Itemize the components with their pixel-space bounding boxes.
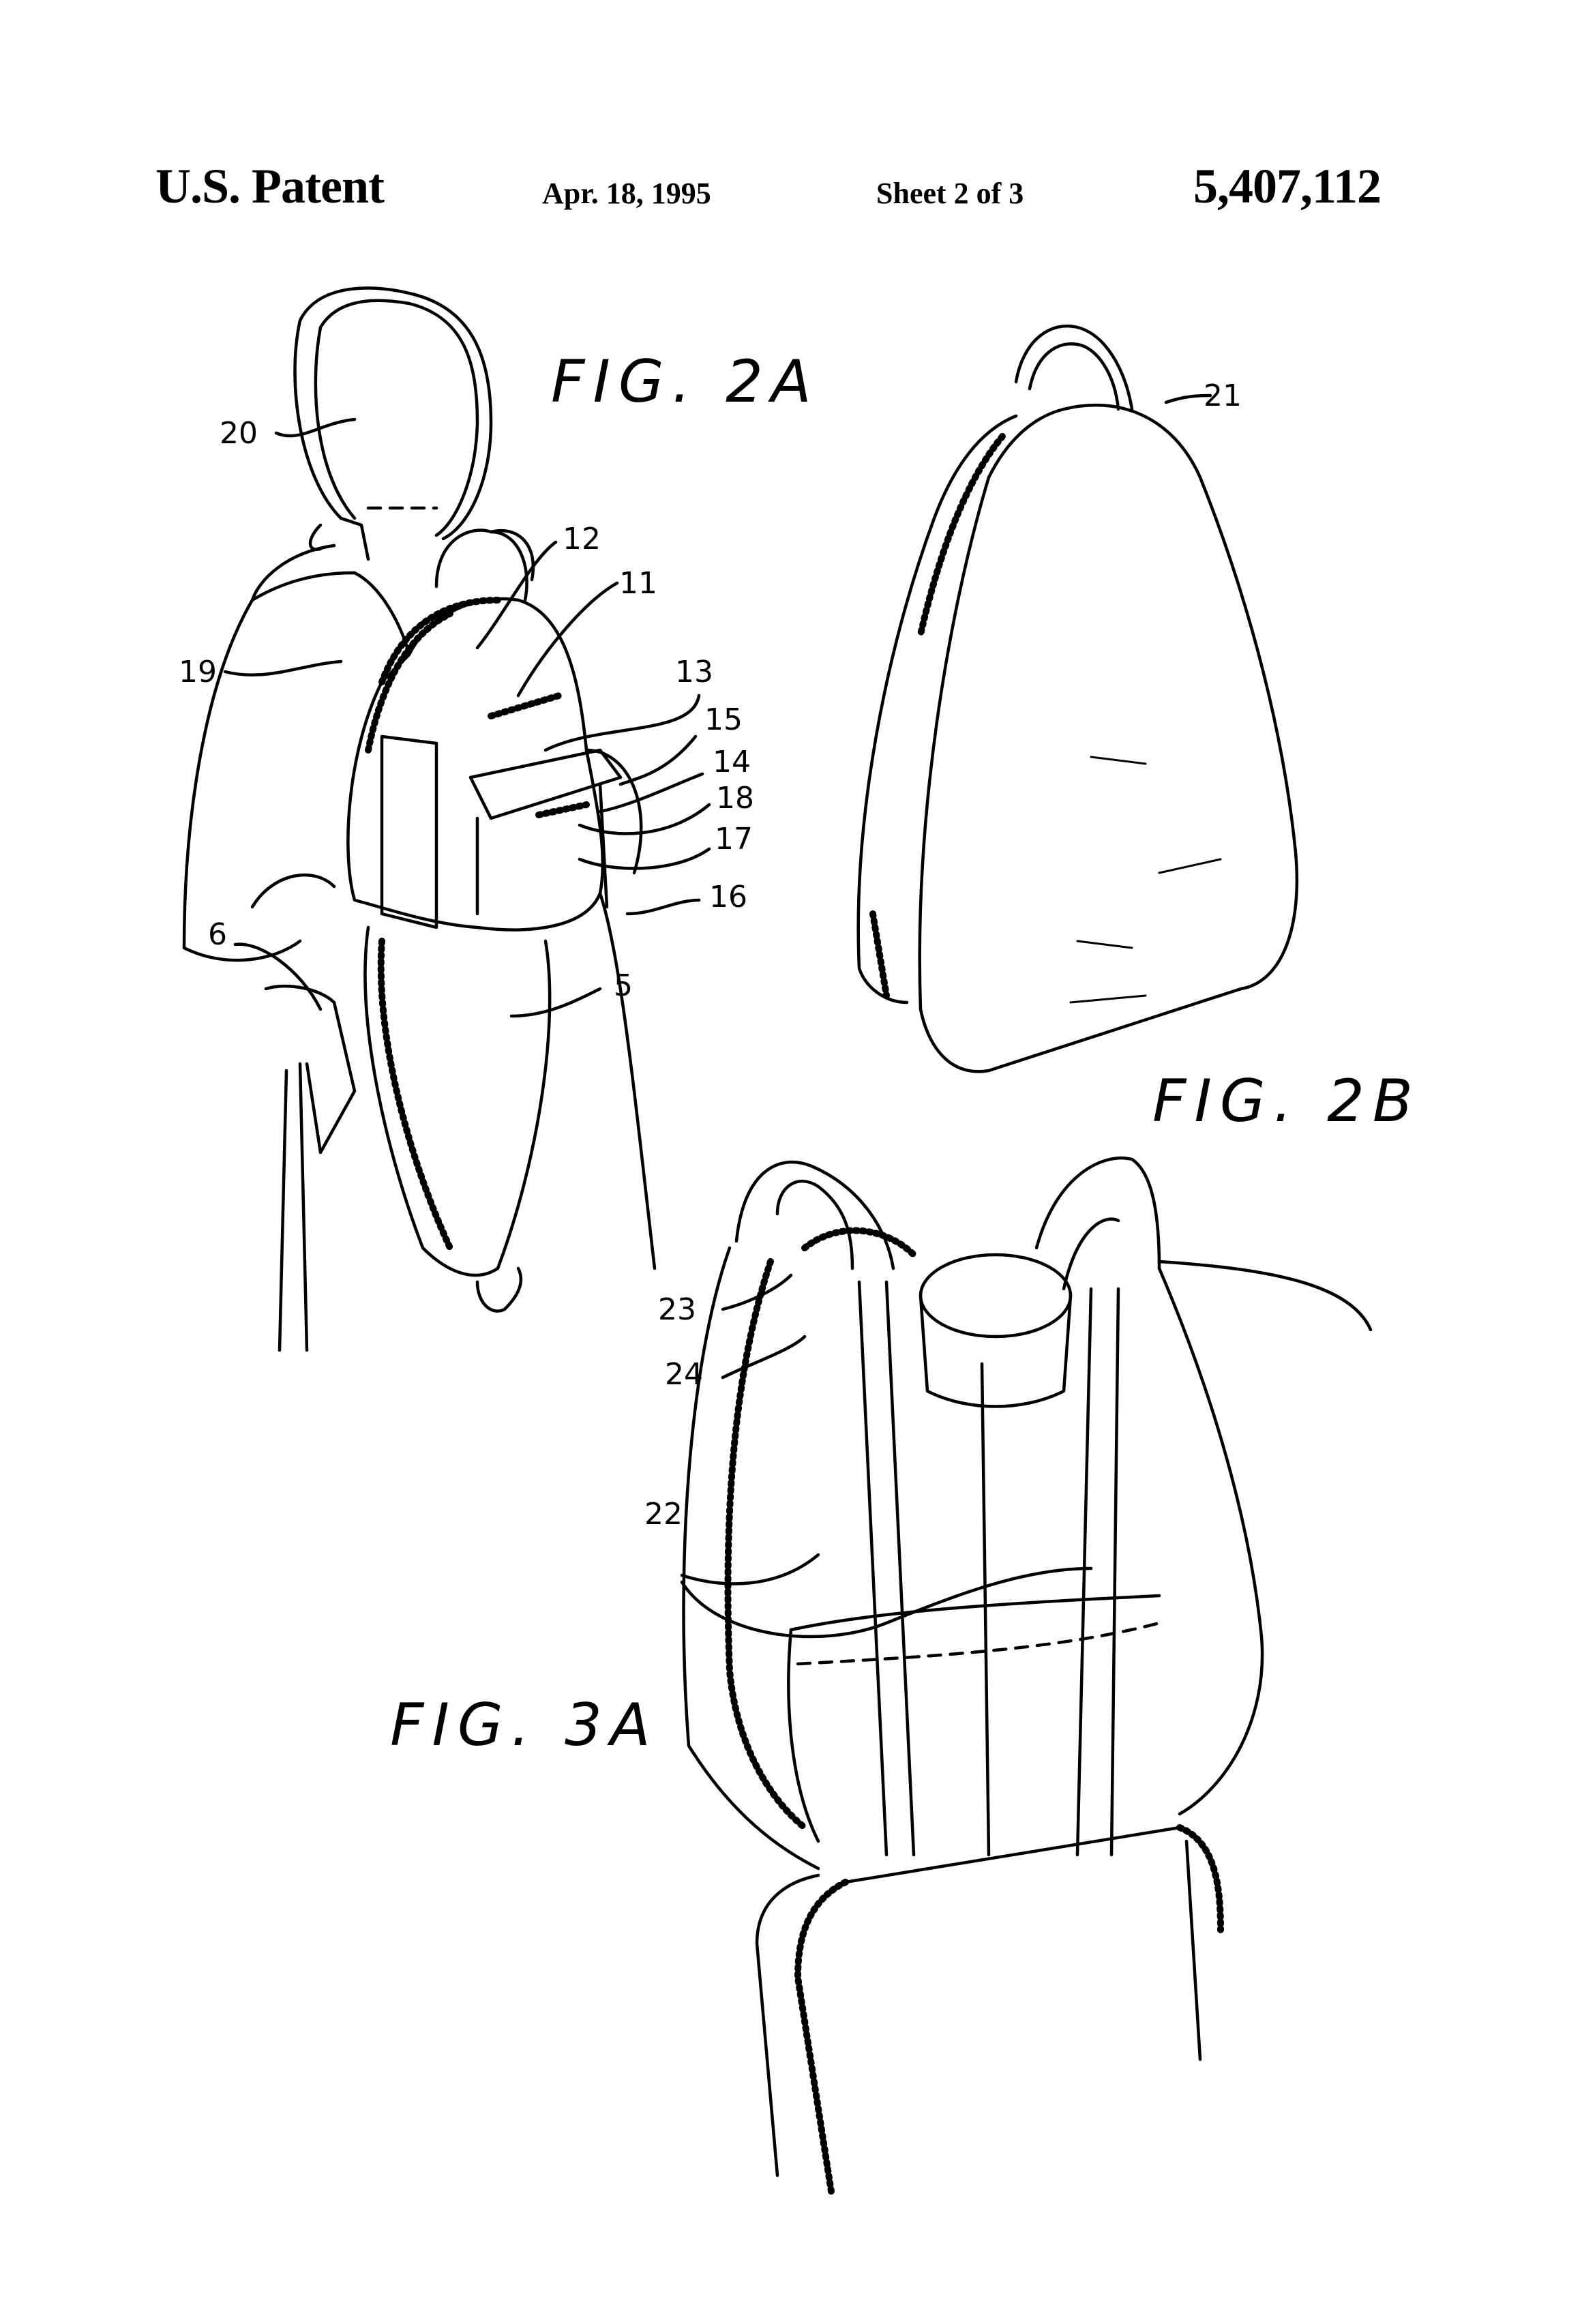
ref-22: 22 bbox=[644, 1497, 683, 1532]
sheet-number: Sheet 2 of 3 bbox=[876, 177, 1024, 210]
ref-18: 18 bbox=[716, 781, 754, 816]
ref-20: 20 bbox=[220, 416, 258, 451]
ref-15: 15 bbox=[704, 702, 743, 737]
ref-12: 12 bbox=[563, 522, 601, 556]
ref-5: 5 bbox=[614, 968, 633, 1003]
ref-6: 6 bbox=[208, 917, 227, 952]
ref-14: 14 bbox=[713, 745, 751, 779]
ref-24: 24 bbox=[665, 1357, 703, 1392]
ref-13: 13 bbox=[675, 655, 713, 689]
fig2a-drawing bbox=[182, 286, 657, 1352]
fig-2a-label: FIG. 2A bbox=[551, 348, 820, 416]
ref-17: 17 bbox=[715, 822, 753, 856]
ref-11: 11 bbox=[619, 566, 657, 601]
ref-21: 21 bbox=[1204, 378, 1242, 413]
patent-date: Apr. 18, 1995 bbox=[542, 177, 711, 210]
fig-2b-label: FIG. 2B bbox=[1152, 1067, 1421, 1135]
ref-23: 23 bbox=[658, 1292, 696, 1327]
leader-lines bbox=[223, 393, 1212, 1639]
ref-19: 19 bbox=[179, 655, 217, 689]
patent-number: 5,407,112 bbox=[1193, 159, 1382, 213]
fig3a-drawing bbox=[682, 1156, 1373, 2199]
fig2b-drawing bbox=[856, 324, 1299, 1073]
ref-16: 16 bbox=[709, 880, 747, 914]
fig-3a-label: FIG. 3A bbox=[390, 1691, 659, 1759]
patent-office-title: U.S. Patent bbox=[155, 159, 385, 213]
